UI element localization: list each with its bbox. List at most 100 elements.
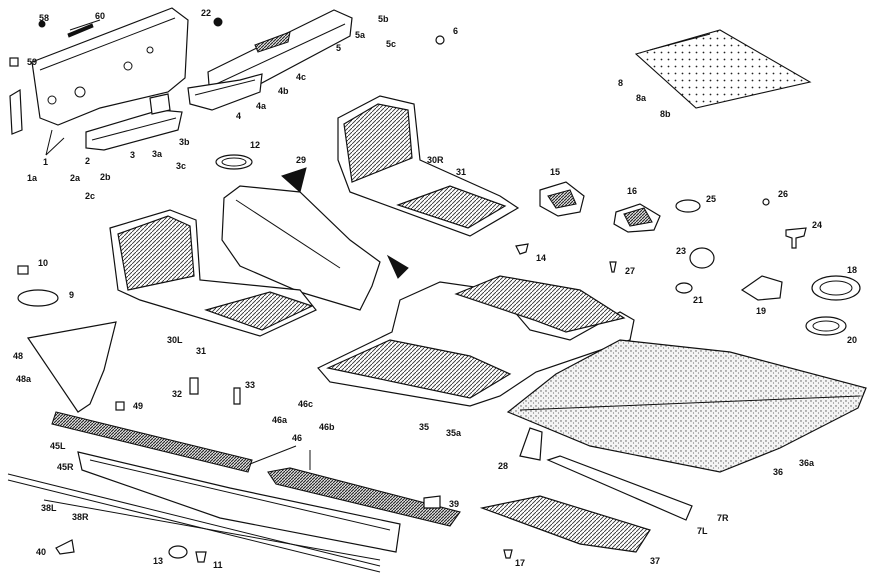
label-46a: 46a <box>272 415 288 425</box>
label-37: 37 <box>650 556 661 566</box>
label-48a: 48a <box>16 374 32 384</box>
label-8a: 8a <box>636 93 647 103</box>
label-1a: 1a <box>27 173 38 183</box>
label-5b: 5b <box>378 14 389 24</box>
part-45-sill-panel <box>77 451 401 553</box>
part-9-disc <box>17 289 59 307</box>
part-46-sill-cover <box>51 411 461 527</box>
part-35-rear-floor-mat <box>317 275 635 407</box>
part-20-seal <box>805 316 847 336</box>
label-32: 32 <box>172 389 183 399</box>
part-17-clip <box>503 549 513 559</box>
label-1: 1 <box>43 157 49 167</box>
label-26: 26 <box>778 189 789 199</box>
part-30L-front-mat <box>109 209 317 337</box>
part-12-ring <box>215 154 253 170</box>
label-45L: 45L <box>50 441 66 451</box>
label-18: 18 <box>847 265 858 275</box>
part-1-side-panel <box>9 7 223 135</box>
label-29: 29 <box>296 155 307 165</box>
label-49: 49 <box>133 401 144 411</box>
label-38R: 38R <box>72 512 89 522</box>
leader-lines <box>45 129 311 470</box>
label-28: 28 <box>498 461 509 471</box>
label-4c: 4c <box>296 72 307 82</box>
label-40: 40 <box>36 547 47 557</box>
label-38L: 38L <box>41 503 57 513</box>
label-30L: 30L <box>167 335 183 345</box>
label-2a: 2a <box>70 173 81 183</box>
label-3: 3 <box>130 150 136 160</box>
part-48-kick-panel <box>26 321 117 413</box>
label-22: 22 <box>201 8 212 18</box>
label-36: 36 <box>773 467 784 477</box>
label-46b: 46b <box>319 422 335 432</box>
label-58: 58 <box>39 13 50 23</box>
part-27-clip <box>609 261 617 273</box>
label-12: 12 <box>250 140 261 150</box>
label-39: 39 <box>449 499 460 509</box>
part-23-plug <box>689 247 715 269</box>
part-26-clip <box>762 198 770 206</box>
label-36a: 36a <box>799 458 815 468</box>
label-14: 14 <box>536 253 547 263</box>
label-6: 6 <box>453 26 459 36</box>
label-13: 13 <box>153 556 164 566</box>
label-5a: 5a <box>355 30 366 40</box>
part-11-clip <box>195 551 207 563</box>
label-46: 46 <box>292 433 303 443</box>
part-7-strip <box>546 455 693 521</box>
label-17: 17 <box>515 558 526 568</box>
part-13-grommet <box>168 545 188 559</box>
label-4: 4 <box>236 111 242 121</box>
label-8b: 8b <box>660 109 671 119</box>
part-15-cover <box>539 181 585 217</box>
label-9: 9 <box>69 290 75 300</box>
label-31-right: 31 <box>456 167 467 177</box>
part-18-seal <box>811 275 861 301</box>
part-2-bracket <box>85 93 183 151</box>
part-24-plug <box>785 227 807 249</box>
label-48: 48 <box>13 351 24 361</box>
label-19: 19 <box>756 306 767 316</box>
label-2b: 2b <box>100 172 111 182</box>
label-27: 27 <box>625 266 636 276</box>
label-21: 21 <box>693 295 704 305</box>
part-10-clip <box>17 265 29 275</box>
label-24: 24 <box>812 220 823 230</box>
part-49-clip <box>115 401 125 411</box>
label-2: 2 <box>85 156 91 166</box>
label-3c: 3c <box>176 161 187 171</box>
part-21-grommet <box>675 282 693 294</box>
label-3a: 3a <box>152 149 163 159</box>
label-35: 35 <box>419 422 430 432</box>
label-10: 10 <box>38 258 49 268</box>
part-39-clip <box>423 495 441 509</box>
part-5-sill-beam <box>187 9 445 111</box>
label-5: 5 <box>336 43 342 53</box>
part-16-cover <box>613 203 661 233</box>
label-7L: 7L <box>697 526 708 536</box>
label-35a: 35a <box>446 428 462 438</box>
label-20: 20 <box>847 335 858 345</box>
part-25-grommet <box>675 199 701 213</box>
label-31-left: 31 <box>196 346 207 356</box>
part-30R-front-mat <box>337 95 520 237</box>
label-16: 16 <box>627 186 638 196</box>
part-28-cap <box>519 427 543 461</box>
label-46c: 46c <box>298 399 314 409</box>
label-7R: 7R <box>717 513 729 523</box>
part-37-mat <box>479 495 651 553</box>
part-29-tunnel-cover <box>221 167 409 311</box>
label-23: 23 <box>676 246 687 256</box>
part-19-cover <box>740 275 783 301</box>
label-3b: 3b <box>179 137 190 147</box>
label-33: 33 <box>245 380 256 390</box>
part-32-clip <box>189 377 199 395</box>
part-38-trim-strips <box>7 473 381 573</box>
label-15: 15 <box>550 167 561 177</box>
label-4a: 4a <box>256 101 267 111</box>
label-2c: 2c <box>85 191 96 201</box>
label-45R: 45R <box>57 462 74 472</box>
